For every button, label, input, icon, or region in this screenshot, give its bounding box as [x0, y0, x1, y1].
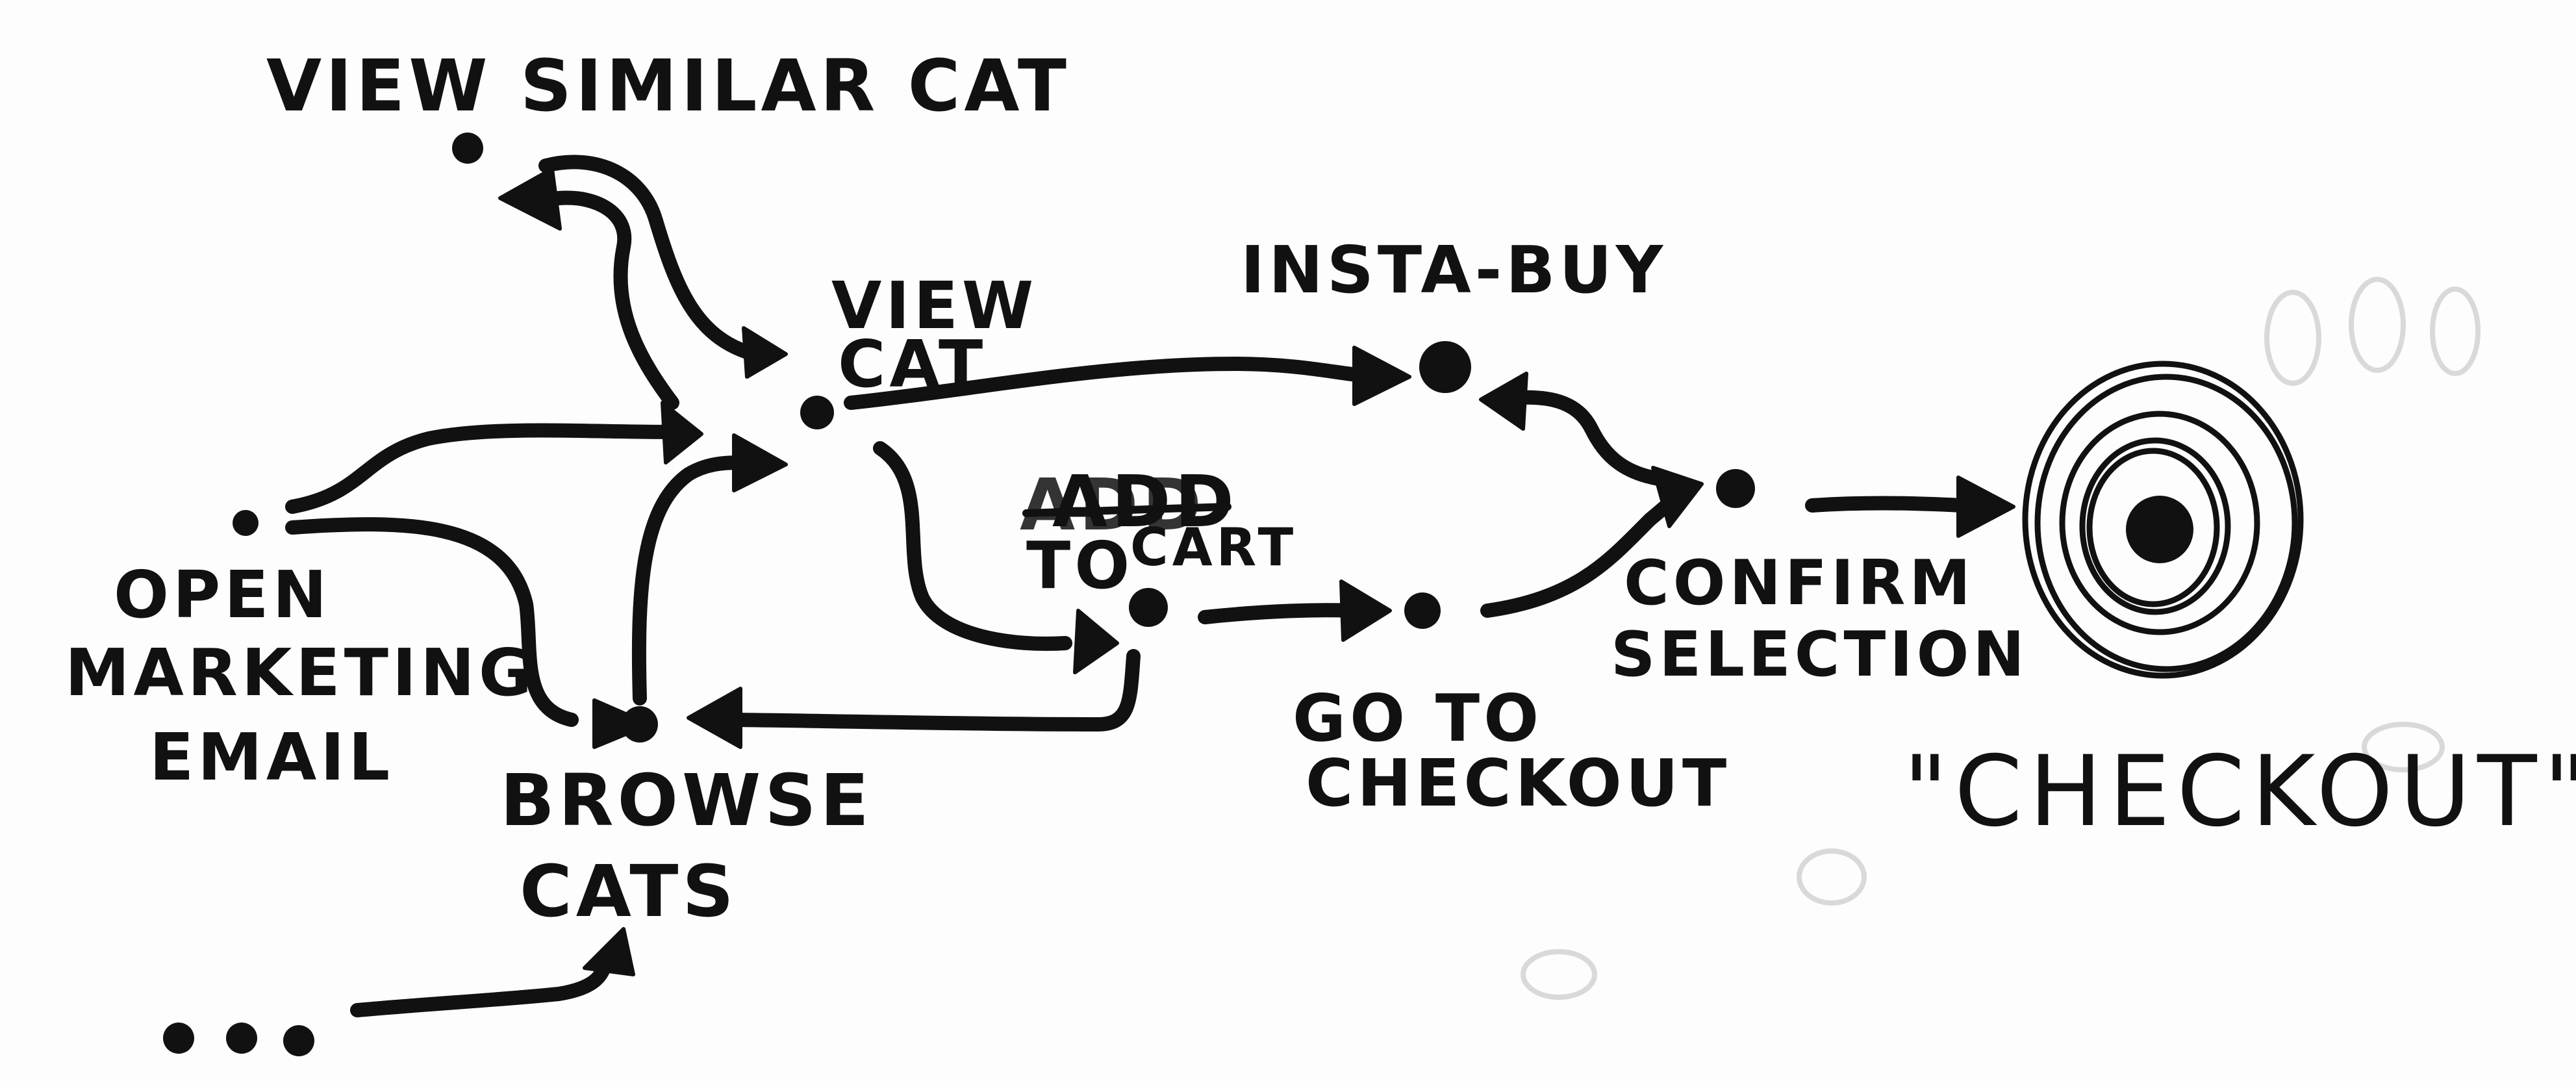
node-ellipsis-1 — [163, 1023, 194, 1054]
edge-add-to-cart-to-browse — [727, 649, 1141, 731]
target-rings-icon — [2022, 361, 2304, 679]
label-view-similar-cat: VIEW SIMILAR CAT — [266, 44, 1070, 127]
edge-view-cat-to-insta-buy — [844, 357, 1371, 410]
label-go-to-checkout-line1: GO TO — [1293, 680, 1543, 756]
node-confirm-selection — [1716, 469, 1755, 508]
arrowhead-to-confirm-selection — [1651, 466, 1704, 528]
node-go-to-checkout — [1404, 592, 1441, 629]
edge-email-to-view-cat — [285, 423, 683, 514]
label-add-to-cart-cart: CART — [1130, 517, 1297, 578]
node-view-similar-cat — [452, 133, 483, 164]
arrowhead-to-insta-buy-from-confirm — [1479, 372, 1528, 431]
label-browse-cats-line2: CATS — [520, 850, 738, 933]
labels: VIEW SIMILAR CAT VIEW CAT INSTA-BUY ADD … — [65, 44, 2576, 933]
arrowhead-to-go-to-checkout — [1339, 579, 1392, 642]
label-view-cat-line1: VIEW — [831, 268, 1037, 344]
node-view-cat — [800, 396, 834, 429]
label-open-marketing-email-line2: MARKETING — [65, 635, 536, 711]
edge-confirm-to-goal — [1805, 496, 1969, 513]
edge-ellipsis-to-browse — [350, 948, 614, 1017]
arrowhead-to-checkout-goal — [1956, 476, 2015, 538]
nodes — [163, 133, 1755, 1056]
connectors — [285, 155, 2015, 1017]
node-add-to-cart — [1129, 588, 1168, 627]
label-open-marketing-email-line3: EMAIL — [149, 719, 394, 795]
label-view-cat-line2: CAT — [838, 326, 987, 402]
arrowhead-to-similar-cat — [498, 167, 562, 231]
node-open-marketing-email — [233, 510, 259, 536]
edge-view-cat-to-similar — [551, 190, 679, 410]
node-ellipsis-2 — [226, 1023, 257, 1054]
label-add-to-cart-line1: ADD — [1052, 460, 1238, 543]
edge-confirm-to-insta-buy — [1513, 390, 1683, 488]
arrowhead-to-view-cat-from-similar — [742, 326, 788, 379]
node-insta-buy — [1419, 341, 1471, 393]
edge-email-to-browse — [285, 517, 579, 727]
edge-add-to-cart-to-checkout — [1198, 603, 1358, 624]
edge-browse-to-view-cat — [631, 455, 748, 706]
label-confirm-selection-line1: CONFIRM — [1624, 548, 1975, 619]
label-insta-buy: INSTA-BUY — [1241, 232, 1667, 308]
label-browse-cats-line1: BROWSE — [500, 759, 873, 842]
arrowhead-to-add-to-cart — [1073, 609, 1119, 674]
arrowhead-browse-to-view-cat — [732, 433, 788, 492]
node-browse-cats — [622, 706, 658, 743]
label-go-to-checkout-line2: CHECKOUT — [1306, 745, 1730, 821]
label-add-strikethrough — [1022, 503, 1231, 517]
arrowhead-to-insta-buy — [1352, 346, 1411, 406]
paper-bleed-through — [1521, 277, 2481, 1000]
edge-similar-to-view-cat — [538, 155, 761, 361]
label-confirm-selection-line2: SELECTION — [1611, 619, 2028, 691]
label-open-marketing-email-line1: OPEN — [114, 557, 331, 633]
edge-view-cat-to-add-to-cart — [873, 441, 1072, 651]
node-ellipsis-3 — [283, 1025, 314, 1056]
label-add-to-cart-to: TO — [1026, 528, 1133, 604]
label-checkout-goal: "CHECKOUT" — [1903, 735, 2576, 848]
arrowhead-to-browse-from-ellipsis — [583, 927, 635, 976]
arrowhead-email-to-view-cat — [661, 401, 703, 464]
arrowhead-to-browse-from-cart — [687, 687, 742, 749]
